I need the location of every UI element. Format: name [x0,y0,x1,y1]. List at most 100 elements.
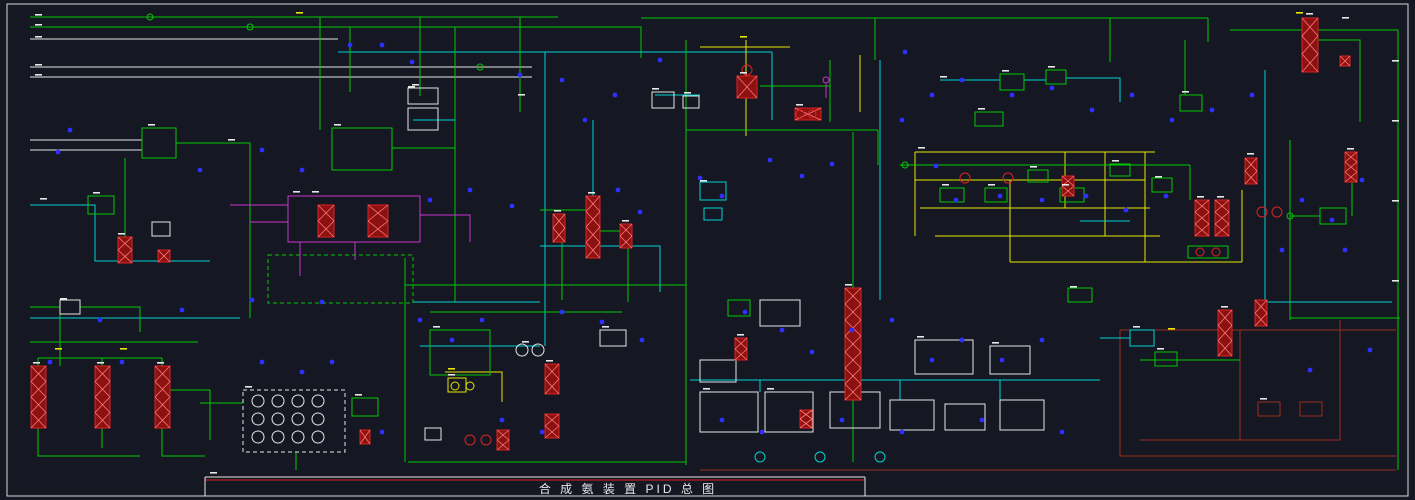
label-text-mark [433,326,440,328]
label-text-mark [35,74,42,76]
equipment-circle [959,172,971,184]
equipment-outline [984,187,1008,203]
instrument-dot [299,167,305,173]
label-text-mark [518,94,525,96]
vessel-hatch-line [1301,17,1319,37]
vessel-hatch-line [94,396,111,413]
vessel-hatch-line [844,351,862,369]
vessel-hatch-line [367,204,389,222]
instrument-dot [119,359,125,365]
label-text-mark [622,220,629,222]
drawing-title: 合 成 氨 装 置 PID 总 图 [538,482,718,496]
pipe-line [30,204,210,262]
instrument-dot [67,127,73,133]
label-text-mark [1157,348,1164,350]
vessel-hatch-line [30,365,47,382]
instrument-dot [612,92,618,98]
equipment-circle [291,430,305,444]
label-text-mark [97,362,104,364]
vessel-hatch-line [317,204,335,222]
equipment-outline [974,111,1004,127]
vessel-hatch-line [544,425,560,439]
equipment-circle [754,451,766,463]
label-text-mark [93,192,100,194]
vessel-hatch-line [1194,223,1210,237]
label-text-mark [684,92,691,94]
label-text-mark [118,233,125,235]
vessel-hatch-line [117,249,133,264]
label-text-mark [1002,70,1009,72]
vessel-hatch-line [1214,199,1230,213]
instrument-dot [479,317,485,323]
instrument-dot [889,317,895,323]
vessel-hatch-line [734,337,748,350]
equipment-circle [311,430,325,444]
label-text-mark [1342,17,1349,19]
vessel-hatch-line [1344,151,1358,163]
equipment-circle [807,109,817,119]
label-text-mark [942,184,949,186]
label-text-mark [1392,200,1399,202]
instrument-dot [615,187,621,193]
label-text-mark [210,472,217,474]
vessel-hatch-line [359,429,371,445]
vessel-hatch-line [585,195,601,212]
instrument-dot [47,359,53,365]
label-text-mark [35,24,42,26]
vessel-column [1061,175,1075,197]
vessel-column [1254,299,1268,327]
equipment-outline [331,127,393,171]
instrument-dot [1307,367,1313,373]
equipment-outline [1129,329,1155,347]
equipment-outline [87,195,115,215]
vessel-hatch-line [1344,171,1358,183]
instrument-dot [902,49,908,55]
label-text-mark-yellow [448,368,455,370]
label-text-mark [588,192,595,194]
vessel-column [94,365,111,429]
equipment-outline [407,87,439,105]
equipment-circle [814,451,826,463]
label-text-mark [1347,148,1354,150]
instrument-dot [197,167,203,173]
instrument-dot [959,337,965,343]
vessel-hatch-line [496,439,510,451]
instrument-dot [1367,347,1373,353]
vessel-hatch-line [844,335,862,353]
equipment-outline [651,91,675,109]
equipment-circle [450,381,460,391]
vessel-hatch-line [157,249,171,263]
label-text-mark [1048,66,1055,68]
vessel-hatch-line [117,236,133,251]
instrument-dot [657,57,663,63]
instrument-dot [1209,107,1215,113]
vessel-hatch-line [1339,55,1351,67]
instrument-dot [179,307,185,313]
vessel-hatch-line [154,381,171,398]
pipe-line [176,142,251,318]
instrument-dot [639,337,645,343]
instrument-dot [1049,85,1055,91]
vessel-column [544,413,560,439]
label-text-mark [554,210,561,212]
vessel-hatch-line [317,220,335,238]
label-text-mark [1197,196,1204,198]
pipe-line [161,428,205,457]
instrument-dot [517,72,523,78]
instrument-dot [979,417,985,423]
vessel-column [317,204,335,238]
vessel-hatch-line [1194,199,1210,213]
vessel-hatch-line [1214,211,1230,225]
vessel-hatch-line [1301,35,1319,55]
equipment-outline [407,107,439,131]
equipment-outline [267,254,414,304]
label-text-mark [1155,176,1162,178]
instrument-dot [779,327,785,333]
vessel-hatch-line [585,211,601,228]
equipment-outline [989,345,1031,375]
equipment-outline [703,207,723,221]
instrument-dot [599,319,605,325]
label-text-mark [522,341,529,343]
label-text-mark [157,362,164,364]
